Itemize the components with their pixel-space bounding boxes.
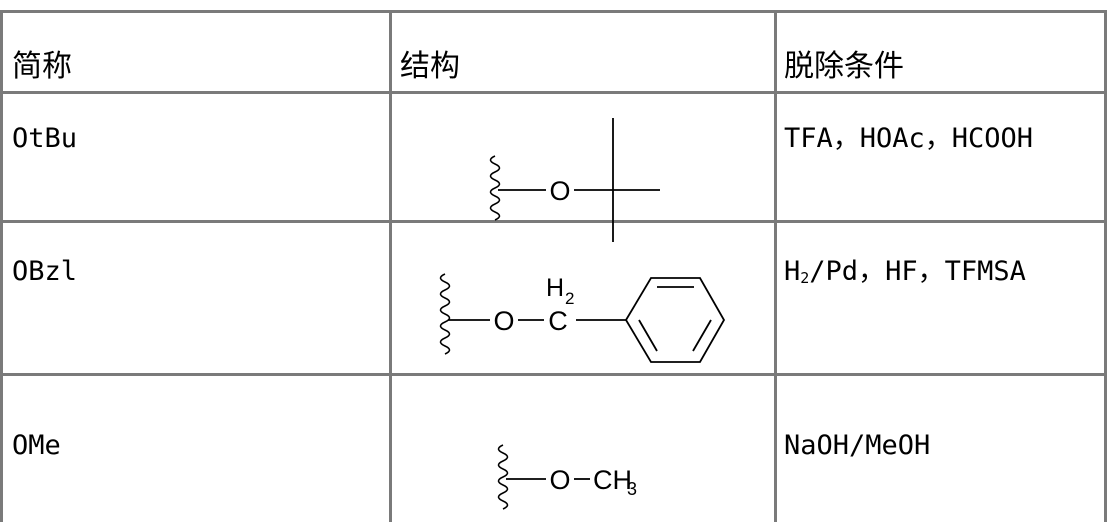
tert-butyl-ether-structure-icon: O bbox=[489, 118, 660, 242]
svg-text:CH: CH bbox=[593, 465, 632, 495]
table-row-ome-abbr: OMe bbox=[12, 430, 61, 461]
svg-text:O: O bbox=[549, 176, 570, 206]
methyl-ether-structure-icon: O CH 3 bbox=[497, 444, 637, 510]
row-divider bbox=[0, 220, 1107, 223]
svg-text:C: C bbox=[548, 306, 568, 336]
header-divider bbox=[0, 91, 1107, 94]
table-left-border bbox=[0, 10, 3, 522]
table-row-ome-conditions: NaOH/MeOH bbox=[784, 430, 931, 461]
svg-text:2: 2 bbox=[565, 289, 574, 308]
svg-text:3: 3 bbox=[627, 479, 637, 499]
svg-text:H: H bbox=[546, 274, 564, 302]
benzyl-ether-structure-icon: O C H 2 bbox=[439, 273, 726, 363]
table-row-otbu-abbr: OtBu bbox=[12, 123, 78, 154]
row-divider bbox=[0, 373, 1107, 376]
header-structure: 结构 bbox=[400, 49, 460, 84]
table-row-obzl-conditions: H2/Pd，HF，TFMSA bbox=[784, 256, 1026, 287]
header-abbreviation: 简称 bbox=[12, 49, 72, 84]
table-row-obzl-abbr: OBzl bbox=[12, 256, 78, 287]
table-top-border bbox=[0, 10, 1107, 13]
column-divider bbox=[389, 10, 392, 522]
header-removal-conditions: 脱除条件 bbox=[784, 49, 904, 84]
svg-text:O: O bbox=[493, 306, 514, 336]
table-right-border bbox=[1104, 10, 1107, 522]
column-divider bbox=[774, 10, 777, 522]
table-row-otbu-conditions: TFA，HOAc，HCOOH bbox=[784, 123, 1034, 154]
svg-text:O: O bbox=[549, 465, 570, 495]
